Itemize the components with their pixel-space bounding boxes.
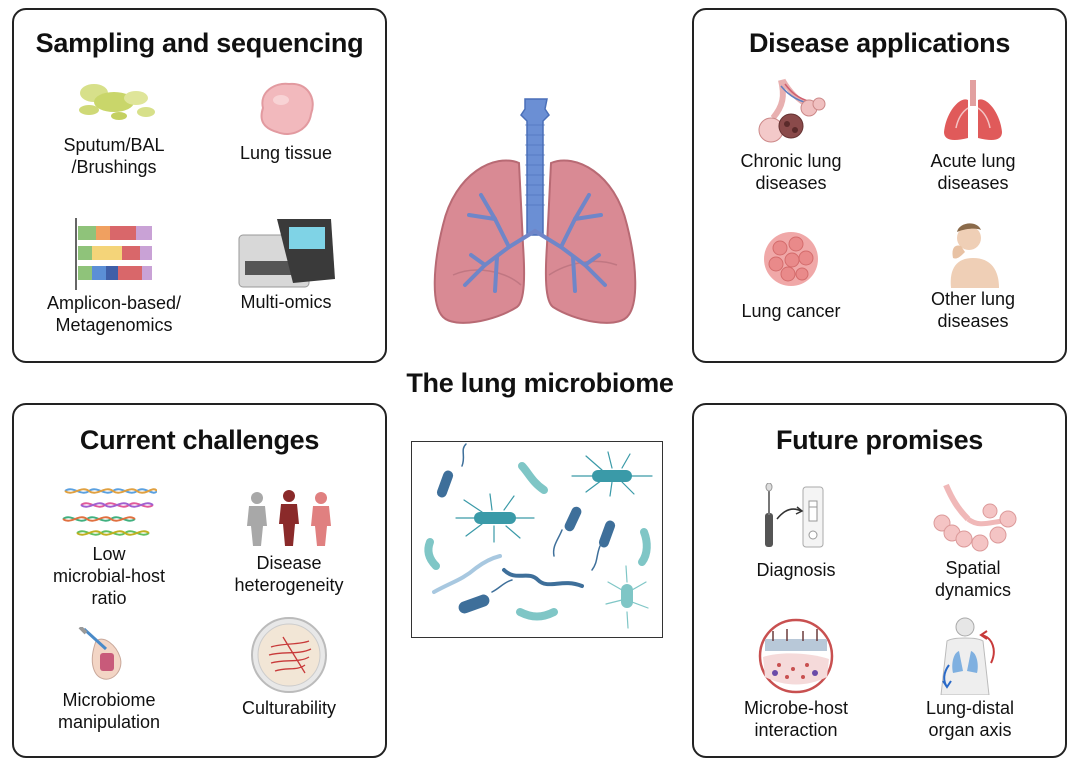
item-label: Lung cancer	[741, 301, 841, 321]
test-kit-icon	[765, 483, 824, 548]
item-cancer: Lung cancer	[701, 228, 881, 322]
item-sputum: Sputum/BAL /Brushings	[24, 78, 204, 178]
bronchiole-icon	[933, 483, 1017, 552]
microbe-box	[411, 441, 663, 638]
item-lung-tissue: Lung tissue	[196, 78, 376, 164]
item-label: Diagnosis	[756, 560, 836, 580]
panel-title: Sampling and sequencing	[35, 28, 364, 58]
lungs-icon	[433, 98, 637, 324]
item-label: Acute lung diseases	[930, 151, 1016, 193]
item-culturability: Culturability	[199, 615, 379, 719]
sequencer-machine-icon	[238, 219, 335, 288]
item-heterogeneity: Disease heterogeneity	[199, 490, 379, 596]
item-multiomics: Multi-omics	[196, 215, 376, 313]
red-lungs-icon	[944, 80, 1002, 140]
item-label: Multi-omics	[240, 292, 332, 312]
panel-challenges: Current challenges Low microbial-host ra…	[12, 403, 387, 758]
item-label: Disease heterogeneity	[234, 553, 344, 595]
item-label: Chronic lung diseases	[740, 151, 842, 193]
panel-disease: Disease applications Chronic lung diseas…	[692, 8, 1067, 363]
item-label: Amplicon-based/ Metagenomics	[46, 293, 182, 335]
item-spatial: Spatial dynamics	[883, 483, 1063, 601]
dna-icon	[62, 488, 157, 536]
panel-title: Future promises	[775, 425, 984, 455]
body-axis-icon	[940, 617, 995, 695]
item-label: Lung-distal organ axis	[925, 698, 1015, 740]
item-manipulation: Microbiome manipulation	[19, 627, 199, 733]
sputum-icon	[79, 84, 155, 120]
tumor-icon	[764, 232, 818, 286]
item-chronic: Chronic lung diseases	[701, 78, 881, 194]
item-label: Culturability	[241, 698, 337, 718]
coughing-person-icon	[950, 223, 999, 288]
item-other: Other lung diseases	[883, 218, 1063, 332]
microbes-icon	[424, 443, 653, 629]
panel-title: Disease applications	[748, 28, 1011, 58]
item-amplicon: Amplicon-based/ Metagenomics	[24, 218, 204, 336]
panel-sampling: Sampling and sequencing Sputum/BAL /Brus…	[12, 8, 387, 363]
item-label: Microbiome manipulation	[57, 690, 161, 732]
item-axis: Lung-distal organ axis	[880, 615, 1060, 741]
item-label: Sputum/BAL /Brushings	[63, 135, 165, 177]
epithelium-icon	[758, 618, 834, 694]
petri-dish-icon	[251, 617, 327, 693]
panel-future: Future promises Diagnosis Spatial dynami…	[692, 403, 1067, 758]
center-title: The lung microbiome	[406, 368, 674, 398]
item-acute: Acute lung diseases	[883, 78, 1063, 194]
item-microbe-host: Microbe-host interaction	[706, 617, 886, 741]
people-icon	[247, 490, 331, 546]
panel-title: Current challenges	[79, 425, 320, 455]
pipette-hand-icon	[78, 627, 122, 680]
item-label: Spatial dynamics	[934, 558, 1012, 600]
item-label: Low microbial-host ratio	[52, 544, 166, 608]
sequencing-bars-icon	[75, 218, 152, 290]
item-label: Lung tissue	[239, 143, 333, 163]
alveoli-icon	[758, 78, 826, 143]
item-label: Microbe-host interaction	[743, 698, 849, 740]
lung-tissue-icon	[260, 82, 314, 135]
item-low-ratio: Low microbial-host ratio	[19, 485, 199, 609]
item-label: Other lung diseases	[930, 289, 1016, 331]
item-diagnosis: Diagnosis	[706, 483, 886, 581]
